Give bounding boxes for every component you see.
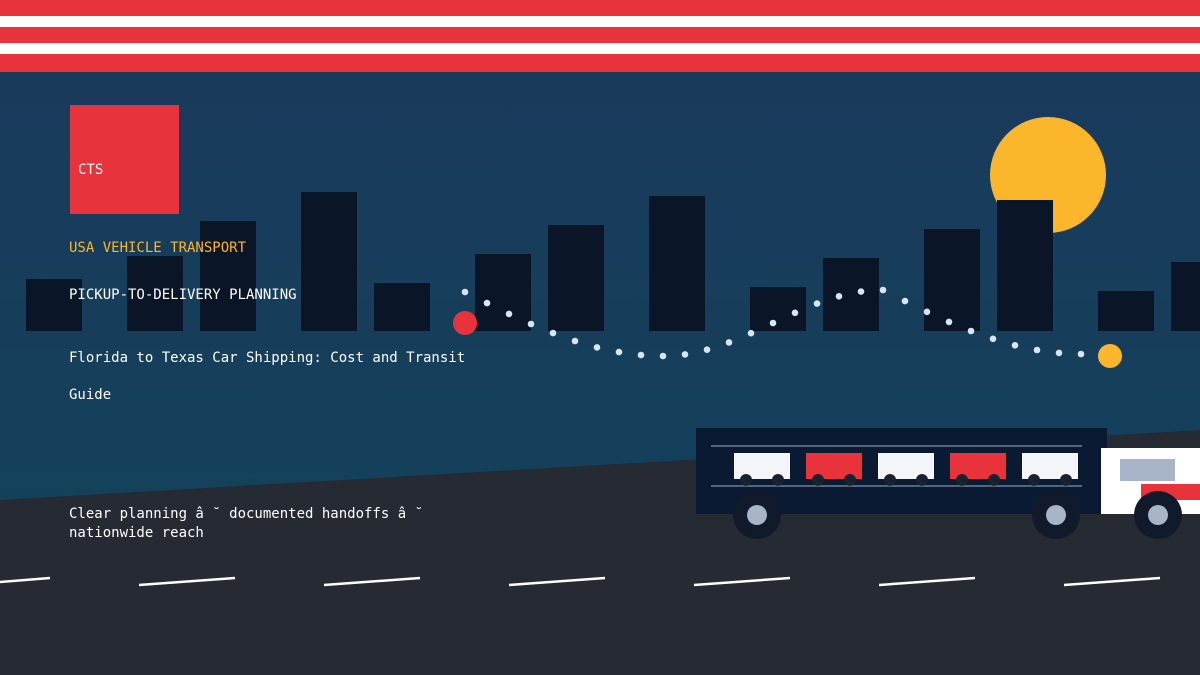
truck-wheels (733, 491, 1182, 539)
route-dot (923, 308, 931, 316)
route-dot (549, 329, 557, 337)
route-dot (747, 329, 755, 337)
city-skyline (26, 192, 1200, 331)
route-dot (769, 319, 777, 327)
subhead-label: PICKUP-TO-DELIVERY PLANNING (69, 287, 297, 303)
route-dot (879, 286, 887, 294)
route-dot (505, 310, 513, 318)
route-dot (571, 337, 579, 345)
route-dot (791, 309, 799, 317)
carrier-cars (734, 453, 1078, 486)
route-dot (483, 299, 491, 307)
route-dot (461, 288, 469, 296)
route-path (461, 286, 1085, 360)
route-dot (681, 351, 689, 358)
route-dot (835, 293, 843, 300)
eyebrow-label: USA VEHICLE TRANSPORT (69, 240, 247, 256)
route-dot (901, 297, 909, 305)
lane-markings (0, 576, 1161, 587)
route-dot (637, 351, 645, 359)
tagline: Clear planning â ˘ documented handoffs â… (69, 506, 424, 541)
route-dot (967, 327, 975, 335)
destination-marker-icon (1098, 344, 1122, 368)
origin-marker-icon (453, 311, 477, 335)
car-carrier-truck-icon (696, 428, 1200, 539)
stripe-band (0, 0, 1200, 72)
route-dot (703, 346, 711, 354)
route-dot (945, 318, 953, 326)
route-dot (813, 300, 821, 307)
logo-text: CTS (78, 162, 104, 178)
route-dot (1033, 346, 1041, 354)
route-dot (857, 288, 865, 295)
route-dot (615, 348, 623, 356)
route-dot (527, 320, 535, 328)
route-dot (1011, 342, 1019, 349)
page-title: Florida to Texas Car Shipping: Cost and … (69, 350, 466, 403)
route-dot (989, 335, 997, 343)
route-dot (659, 352, 667, 360)
route-dot (1077, 350, 1085, 358)
route-dot (593, 344, 601, 351)
route-dot (725, 339, 733, 346)
logo-badge (70, 105, 179, 214)
route-dot (1055, 349, 1063, 357)
